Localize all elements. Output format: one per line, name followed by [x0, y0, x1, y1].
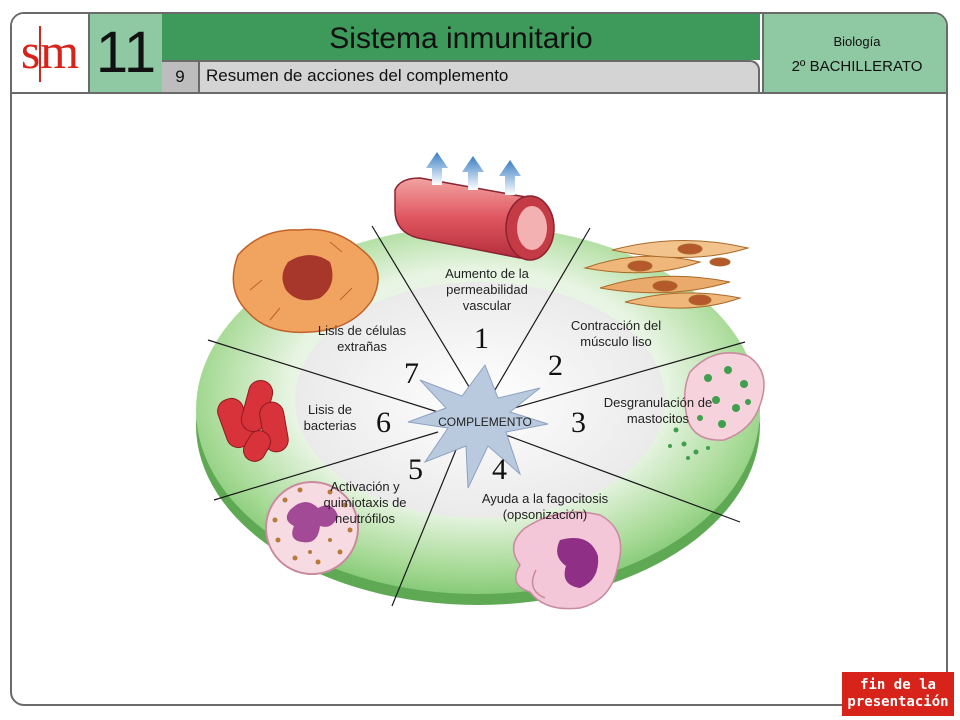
publisher-logo: sm: [12, 14, 88, 92]
action-label-3: Desgranulación de mastocitos: [603, 395, 713, 426]
macrophage-icon: [512, 511, 622, 610]
section-title: Resumen de acciones del complemento: [206, 66, 509, 85]
subject-label: Biología: [833, 34, 881, 49]
action-number-3: 3: [571, 406, 586, 439]
logo-text: sm: [21, 23, 79, 79]
smooth-muscle-icon: [583, 240, 750, 309]
section-bar: 9 Resumen de acciones del complemento: [162, 60, 760, 92]
sm-logo-icon: sm: [14, 16, 86, 90]
foreign-cell-icon: [232, 228, 379, 334]
end-presentation-button[interactable]: fin de la presentación: [842, 672, 954, 716]
action-number-2: 2: [548, 349, 563, 382]
course-badge: Biología 2º BACHILLERATO: [762, 14, 946, 92]
action-number-1: 1: [474, 322, 489, 355]
unit-badge: 11: [88, 14, 164, 92]
slide-header: sm 11 Sistema inmunitario 9 Resumen de a…: [12, 14, 946, 94]
action-label-4: Ayuda a la fagocitosis (opsonización): [481, 491, 609, 522]
sector-dividers: [207, 225, 746, 607]
action-number-6: 6: [376, 406, 391, 439]
center-label: COMPLEMENTO: [438, 415, 532, 429]
end-button-line2: presentación: [847, 694, 949, 710]
slide-frame: sm 11 Sistema inmunitario 9 Resumen de a…: [10, 12, 948, 706]
complement-star-icon: [407, 363, 549, 489]
action-label-1: Aumento de la permeabilidad vascular: [445, 266, 529, 313]
end-button-line1: fin de la: [860, 677, 936, 693]
bacteria-icon: [217, 379, 289, 462]
header-divider: [12, 92, 946, 94]
section-number: 9: [162, 62, 200, 92]
action-number-4: 4: [492, 453, 507, 486]
action-number-5: 5: [408, 453, 423, 486]
mast-cell-icon: [668, 352, 765, 460]
unit-number: 11: [95, 20, 157, 85]
blood-vessel-icon: [394, 177, 555, 261]
page-title: Sistema inmunitario: [329, 22, 593, 55]
action-number-7: 7: [404, 357, 419, 390]
action-label-2: Contracción del músculo liso: [570, 318, 662, 349]
level-label: 2º BACHILLERATO: [791, 58, 923, 75]
action-label-5: Activación y quimiotaxis de neutrófilos: [323, 479, 407, 526]
action-label-6: Lisis de bacterias: [303, 402, 357, 433]
action-label-7: Lisis de células extrañas: [317, 323, 407, 354]
neutrophil-icon: [265, 481, 359, 575]
title-bar: Sistema inmunitario: [162, 14, 760, 60]
permeability-arrows-icon: [426, 152, 521, 195]
